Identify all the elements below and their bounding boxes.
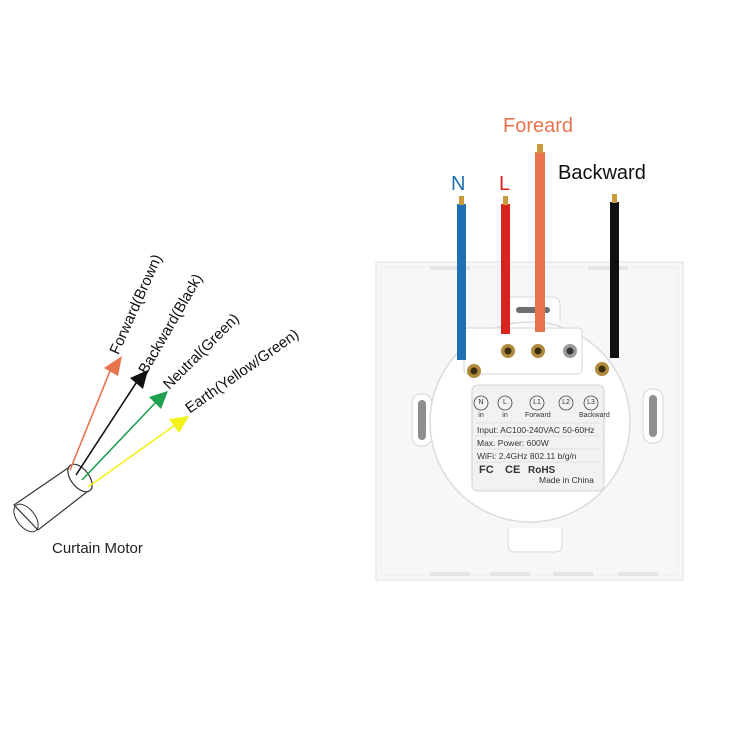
terminal-code-l2: L2 [562,399,570,406]
curtain-motor-caption: Curtain Motor [52,540,143,557]
ce-mark: CE [505,464,521,476]
terminal-sub-n: in [478,412,484,419]
made-in: Made in China [539,475,594,485]
switch-module [429,321,631,523]
wire-label-backward: Backward [558,162,646,184]
terminal-sub-l: in [502,412,508,419]
spec-wifi: WiFi: 2.4GHz 802.11 b/g/n [477,451,577,461]
lead-forward-brown [69,356,122,471]
lead-backward-black [75,370,148,476]
wire-label-l: L [499,173,511,195]
rohs-mark: RoHS [528,465,556,476]
terminal-sub-l1: Forward [525,412,551,419]
terminal-code-l1: L1 [533,399,541,406]
curtain-motor [13,463,93,533]
wire-backward-black [610,194,619,358]
lead-neutral-green [81,391,168,481]
spec-input: Input: AC100-240VAC 50-60Hz [477,425,595,435]
terminal-sub-l3: Backward [579,412,610,419]
fcc-mark: FC [479,464,494,476]
wire-forward-orange [535,144,545,332]
wire-l-red [501,196,510,334]
wire-n-blue [457,196,466,360]
terminal-code-l3: L3 [587,399,595,406]
wire-label-forward: Foreard [503,115,574,137]
terminal-code-n: N [478,399,484,406]
spec-power: Max. Power: 600W [477,438,549,448]
wire-label-n: N [451,173,466,195]
lead-earth-yellow-green [87,416,189,488]
terminal-code-l: L [503,399,507,406]
